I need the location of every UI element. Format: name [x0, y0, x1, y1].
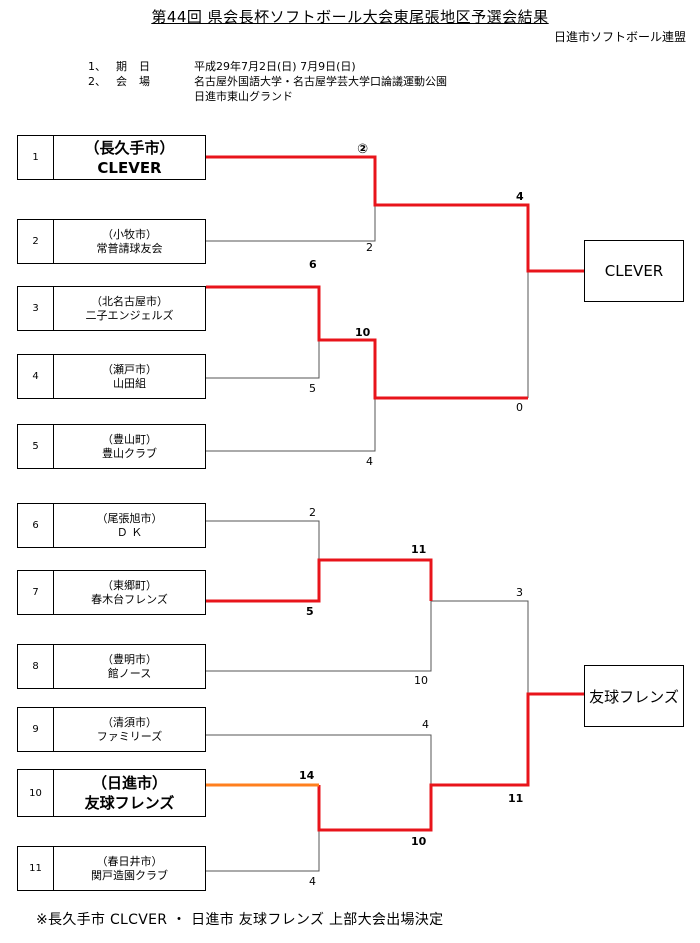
team-name: 館ノース — [107, 666, 152, 680]
score: 4 — [366, 455, 373, 468]
team-city: （尾張旭市） — [96, 511, 163, 525]
bracket-line — [206, 205, 376, 242]
team-box: 5 （豊山町）豊山クラブ — [17, 424, 206, 469]
team-box: 6 （尾張旭市）Ｄ Ｋ — [17, 503, 206, 548]
team-name: 二子エンジェルズ — [85, 308, 174, 322]
team-city: （清須市） — [102, 715, 157, 729]
winner-box-top: CLEVER — [584, 240, 684, 302]
team-number: 1 — [18, 136, 54, 179]
team-name: CLEVER — [97, 158, 162, 177]
team-number: 9 — [18, 708, 54, 751]
bracket-line — [206, 601, 432, 672]
info-value: 平成29年7月2日(日) 7月9日(日) — [194, 60, 356, 73]
team-city: （豊明市） — [102, 652, 157, 666]
info-key: 会場 — [116, 75, 162, 88]
team-box: 1 （長久手市）CLEVER — [17, 135, 206, 180]
bracket-line — [431, 600, 529, 694]
team-city: （豊山町） — [102, 432, 157, 446]
score: 3 — [516, 586, 523, 599]
score: 2 — [309, 506, 316, 519]
team-box: 4 （瀬戸市）山田組 — [17, 354, 206, 399]
score: 10 — [355, 326, 371, 339]
team-number: 2 — [18, 220, 54, 263]
info-line-2: 2、会場 名古屋外国語大学・名古屋学芸大学口論議運動公園 — [88, 75, 447, 89]
page-title: 第44回 県会長杯ソフトボール大会東尾張地区予選会結果 — [151, 8, 549, 26]
team-box: 10 （日進市） 友球フレンズ — [17, 769, 206, 817]
score: 11 — [508, 792, 524, 805]
bracket-line — [206, 520, 320, 560]
footnote: ※長久手市 CLCVER ・ 日進市 友球フレンズ 上部大会出場決定 — [36, 912, 444, 928]
team-number: 6 — [18, 504, 54, 547]
winner-box-bottom: 友球フレンズ — [584, 665, 684, 727]
bracket-line — [206, 398, 376, 452]
team-number: 10 — [18, 770, 54, 816]
team-city: （小牧市） — [102, 227, 157, 241]
bracket-line — [206, 734, 432, 785]
score: 4 — [422, 718, 429, 731]
score: 5 — [309, 382, 316, 395]
team-number: 3 — [18, 287, 54, 330]
team-name: 豊山クラブ — [102, 446, 157, 460]
bracket-line — [206, 558, 433, 603]
score: 4 — [309, 875, 316, 888]
team-city: （春日井市） — [96, 854, 163, 868]
info-number: 2、 — [88, 75, 106, 88]
team-city: （日進市） — [91, 774, 167, 792]
score: 5 — [306, 605, 314, 618]
team-number: 8 — [18, 645, 54, 688]
team-number: 11 — [18, 847, 54, 890]
team-number: 5 — [18, 425, 54, 468]
bracket-line — [206, 285, 528, 400]
team-box: 9 （清須市）ファミリーズ — [17, 707, 206, 752]
team-box: 7 （東郷町）春木台フレンズ — [17, 570, 206, 615]
info-value: 日進市東山グランド — [194, 90, 293, 103]
team-city: （長久手市） — [84, 138, 175, 157]
team-name: Ｄ Ｋ — [116, 525, 143, 539]
team-name: 関戸造園クラブ — [91, 868, 168, 882]
team-name: ファミリーズ — [96, 729, 163, 743]
score: 6 — [309, 258, 317, 271]
team-box: 11 （春日井市）関戸造園クラブ — [17, 846, 206, 891]
team-name: 友球フレンズ — [84, 794, 175, 812]
info-line-3: 日進市東山グランド — [194, 90, 293, 104]
info-key: 期日 — [116, 60, 162, 73]
score: 0 — [516, 401, 523, 414]
team-number: 4 — [18, 355, 54, 398]
bracket-line — [206, 830, 320, 872]
organizer: 日進市ソフトボール連盟 — [553, 30, 686, 44]
team-box: 3 （北名古屋市）二子エンジェルズ — [17, 286, 206, 331]
bracket-line — [206, 340, 320, 379]
team-city: （北名古屋市） — [91, 294, 168, 308]
team-box: 2 （小牧市）常普請球友会 — [17, 219, 206, 264]
team-city: （瀬戸市） — [102, 362, 157, 376]
score: 14 — [299, 769, 315, 782]
team-name: 山田組 — [113, 376, 146, 390]
team-number: 7 — [18, 571, 54, 614]
team-name: 常普請球友会 — [96, 241, 163, 255]
score: 11 — [411, 543, 427, 556]
team-name: 春木台フレンズ — [91, 592, 168, 606]
team-city: （東郷町） — [102, 578, 157, 592]
bracket-line — [206, 155, 584, 273]
score: 10 — [411, 835, 427, 848]
info-value: 名古屋外国語大学・名古屋学芸大学口論議運動公園 — [194, 75, 447, 88]
info-number: 1、 — [88, 60, 106, 73]
score: 2 — [366, 241, 373, 254]
score: 10 — [414, 674, 428, 687]
info-line-1: 1、期日 平成29年7月2日(日) 7月9日(日) — [88, 60, 356, 74]
score: ② — [357, 142, 369, 157]
team-box: 8 （豊明市）館ノース — [17, 644, 206, 689]
bracket-line — [317, 692, 584, 832]
score: 4 — [516, 190, 524, 203]
